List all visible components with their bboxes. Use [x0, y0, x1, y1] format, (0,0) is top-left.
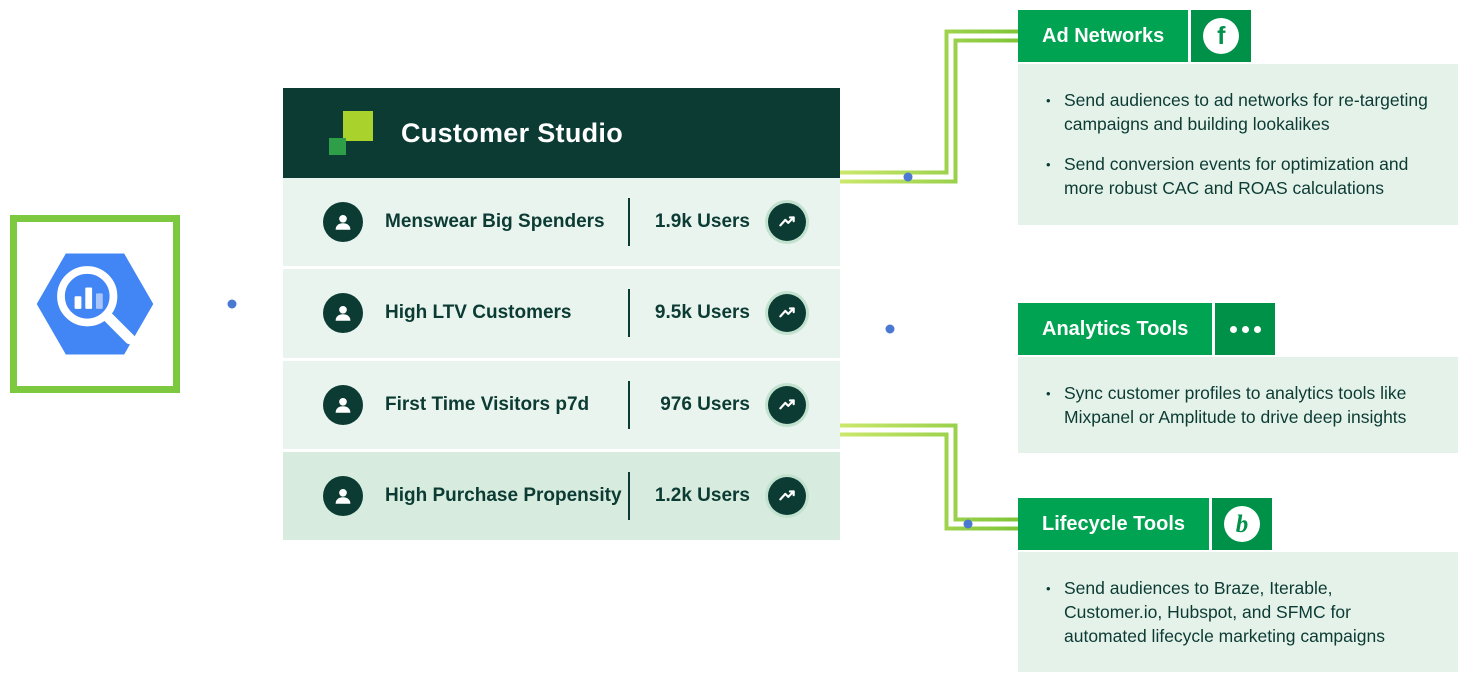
audience-icon: [323, 293, 363, 334]
connector-node-dot: [963, 519, 973, 529]
audience-row: High Purchase Propensity 1.2k Users: [283, 451, 840, 540]
connector-node-dot: [903, 172, 913, 182]
bullet-text: Send conversion events for optimization …: [1064, 154, 1409, 199]
panel-title: Customer Studio: [401, 117, 624, 148]
facebook-icon: f: [1191, 10, 1252, 62]
customer-studio-panel: Customer Studio Menswear Big Spenders 1.…: [283, 88, 840, 540]
bullet-item: Sync customer profiles to analytics tool…: [1046, 381, 1432, 429]
audience-icon: [323, 475, 363, 516]
audience-name: First Time Visitors p7d: [385, 393, 590, 415]
connector-node-dot: [227, 299, 237, 309]
facebook-glyph: f: [1203, 18, 1240, 54]
trend-up-icon: [768, 203, 806, 242]
bullet-item: Send conversion events for optimization …: [1046, 152, 1432, 200]
connector-studio-to-ad-networks: [835, 29, 1020, 184]
bullet-item: Send audiences to Braze, Iterable, Custo…: [1046, 576, 1432, 648]
audience-name: High Purchase Propensity: [385, 484, 622, 506]
destination-header: Analytics Tools: [1018, 303, 1276, 355]
destination-header: Ad Networks f: [1018, 10, 1252, 62]
connector-studio-to-lifecycle-tools: [835, 423, 1020, 531]
destination-description: Send audiences to ad networks for re-tar…: [1018, 64, 1458, 225]
bigquery-source-box: [10, 215, 180, 393]
audience-list: Menswear Big Spenders 1.9k Users High LT…: [283, 178, 840, 540]
connector-bigquery-to-studio: [177, 297, 290, 311]
audience-name: Menswear Big Spenders: [385, 211, 605, 233]
audience-row: High LTV Customers 9.5k Users: [283, 269, 840, 358]
customer-studio-header: Customer Studio: [283, 88, 840, 178]
destination-description: Sync customer profiles to analytics tool…: [1018, 357, 1458, 454]
audience-icon: [323, 384, 363, 425]
trend-up-icon: [768, 294, 806, 333]
divider: [628, 471, 630, 520]
trend-up-icon: [768, 476, 806, 515]
bullet-text: Send audiences to ad networks for re-tar…: [1064, 90, 1428, 135]
logo-square-green: [329, 138, 346, 155]
connector-node-dot: [885, 324, 895, 334]
braze-glyph: b: [1224, 506, 1261, 542]
more-tools-icon: [1215, 303, 1276, 355]
destination-title: Analytics Tools: [1018, 303, 1213, 355]
divider: [628, 380, 630, 429]
destination-lifecycle-tools: Lifecycle Tools b Send audiences to Braz…: [1018, 498, 1458, 673]
divider: [628, 198, 630, 247]
logo-square-lime: [343, 111, 373, 141]
destination-analytics-tools: Analytics Tools Sync customer profiles t…: [1018, 303, 1458, 454]
audience-user-count: 976 Users: [660, 393, 750, 415]
destination-description: Send audiences to Braze, Iterable, Custo…: [1018, 552, 1458, 673]
audience-icon: [323, 202, 363, 243]
connector-studio-to-analytics-tools: [835, 322, 1020, 336]
bigquery-logo: [36, 253, 154, 355]
ellipsis-icon: [1229, 325, 1261, 333]
audience-user-count: 1.9k Users: [654, 211, 750, 233]
audience-user-count: 9.5k Users: [654, 302, 750, 324]
braze-icon: b: [1212, 498, 1273, 550]
bullet-item: Send audiences to ad networks for re-tar…: [1046, 88, 1432, 136]
customer-studio-logo: [327, 108, 377, 158]
bullet-text: Send audiences to Braze, Iterable, Custo…: [1064, 578, 1385, 647]
audience-row: Menswear Big Spenders 1.9k Users: [283, 178, 840, 267]
destination-title: Ad Networks: [1018, 10, 1189, 62]
destination-ad-networks: Ad Networks f Send audiences to ad netwo…: [1018, 10, 1458, 225]
destination-header: Lifecycle Tools b: [1018, 498, 1273, 550]
audience-user-count: 1.2k Users: [654, 484, 750, 506]
bullet-text: Sync customer profiles to analytics tool…: [1064, 383, 1407, 428]
destination-title: Lifecycle Tools: [1018, 498, 1210, 550]
divider: [628, 289, 630, 338]
audience-name: High LTV Customers: [385, 302, 572, 324]
audience-row: First Time Visitors p7d 976 Users: [283, 360, 840, 449]
trend-up-icon: [768, 385, 806, 424]
